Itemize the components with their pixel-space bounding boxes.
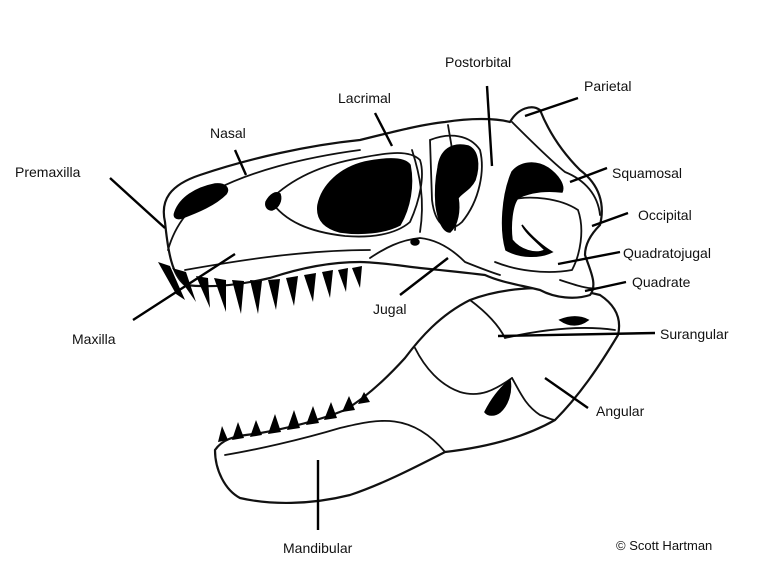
mandibular-fenestra [484, 378, 512, 416]
leader-squamosal [569, 166, 608, 184]
label-lacrimal: Lacrimal [338, 90, 391, 106]
leader-jugal [399, 257, 449, 296]
leader-premaxilla [109, 177, 166, 229]
orbit [434, 144, 479, 233]
leader-lines [109, 85, 656, 530]
label-squamosal: Squamosal [612, 165, 682, 181]
leader-maxilla [132, 252, 236, 322]
leader-occipital [591, 211, 629, 228]
label-parietal: Parietal [584, 78, 631, 94]
surangular-foramen [558, 316, 590, 326]
label-surangular: Surangular [660, 326, 729, 342]
jugal-outline [369, 237, 501, 276]
antorbital-fenestra [317, 158, 413, 235]
leader-nasal [233, 149, 248, 176]
label-nasal: Nasal [210, 125, 246, 141]
label-quadrate: Quadrate [632, 274, 691, 290]
label-quadratojugal: Quadratojugal [623, 245, 711, 261]
lower-teeth [218, 392, 370, 442]
leader-parietal [524, 96, 579, 118]
label-occipital: Occipital [638, 207, 692, 223]
label-jugal: Jugal [373, 301, 406, 317]
leader-postorbital [485, 85, 494, 167]
lacrimal-bar [411, 149, 423, 233]
leader-surangular [497, 331, 656, 338]
dentary-suture [414, 347, 513, 395]
angular-suture [511, 377, 556, 421]
leader-lacrimal [373, 112, 394, 147]
label-premaxilla: Premaxilla [15, 164, 81, 180]
labels: Premaxilla Nasal Lacrimal Postorbital Pa… [15, 54, 729, 556]
credit-text: © Scott Hartman [616, 538, 712, 553]
label-maxilla: Maxilla [72, 331, 116, 347]
leader-quadrate [584, 280, 627, 293]
lower-jaw-inner-line [224, 419, 446, 456]
infratemporal-fenestra [501, 162, 564, 257]
quadratojugal-outline [494, 196, 583, 273]
jugal-foramen [410, 238, 420, 246]
label-postorbital: Postorbital [445, 54, 511, 70]
external-naris [173, 183, 229, 220]
maxillary-fenestra [265, 192, 282, 211]
maxilla-upper-line [184, 249, 371, 271]
leader-quadratojugal [557, 250, 621, 266]
squamosal-outline [511, 121, 601, 216]
mandible [213, 286, 621, 505]
label-mandibular: Mandibular [283, 540, 353, 556]
mandible-outline [213, 286, 621, 505]
leader-angular [544, 377, 589, 409]
label-angular: Angular [596, 403, 645, 419]
